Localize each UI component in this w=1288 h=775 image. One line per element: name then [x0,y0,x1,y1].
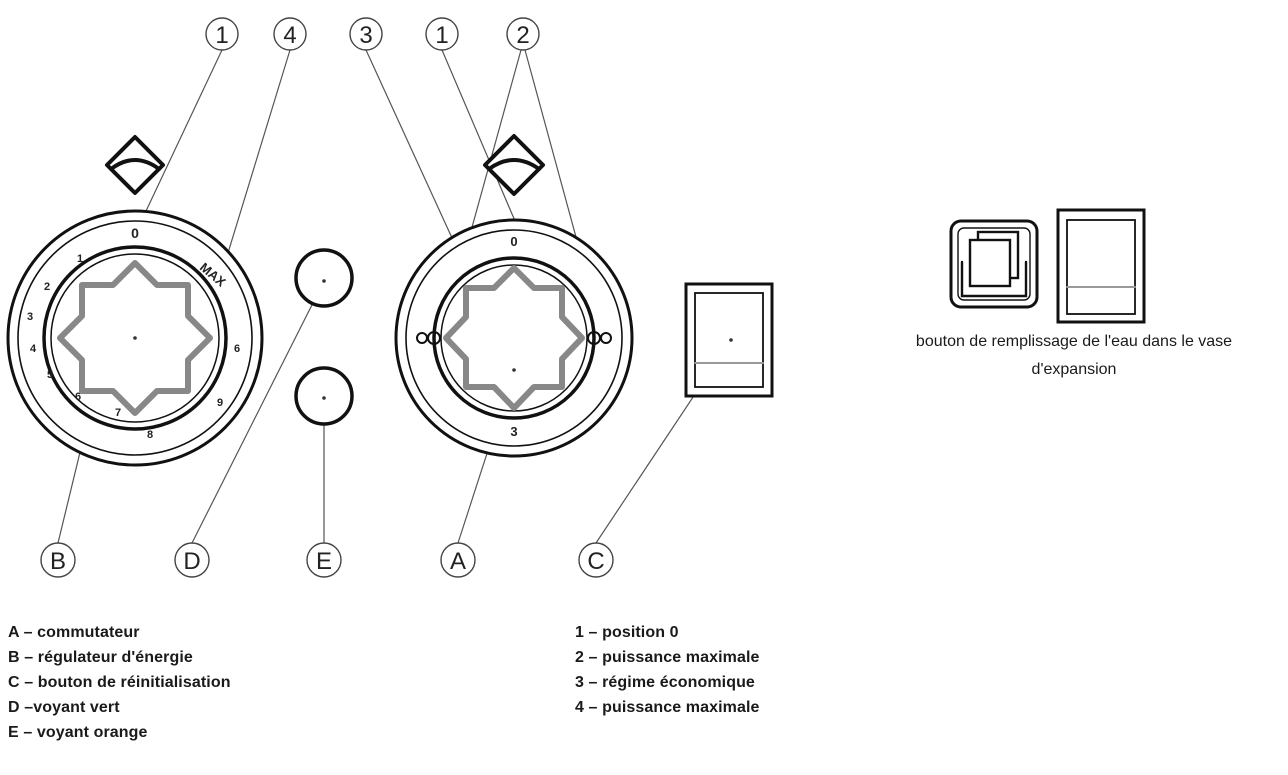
reset-button[interactable] [684,282,774,398]
callout-label: 2 [516,22,529,49]
callout-label: 3 [359,22,372,49]
legend-item-1: 1 – position 0 [575,624,679,641]
bottom-callouts: B D E A C [40,542,614,578]
scale-mark: 3 [27,311,33,323]
water-fill-rocker-switch[interactable] [1056,208,1146,324]
callout-label: A [450,548,466,575]
legend-item-3: 3 – régime économique [575,674,755,691]
scale-mark: 6 [75,391,81,403]
position-zero-mark: 0 [510,234,517,249]
knob-grip [57,260,213,416]
scale-mark: 8 [147,429,153,441]
flame-icon [483,134,545,196]
legend-item-b: B – régulateur d'énergie [8,649,193,666]
scale-mark: 1 [77,253,83,265]
callout-1-left-knob: 1 [205,17,239,51]
water-fill-caption: bouton de remplissage de l'eau dans le v… [858,328,1288,384]
callout-a: A [440,542,476,578]
callout-b: B [40,542,76,578]
callout-label: E [316,548,332,575]
caption-line: d'expansion [1031,361,1117,378]
callout-label: 1 [215,22,228,49]
energy-regulator-knob[interactable]: 0 MAX 1 2 3 4 5 6 7 8 9 6 [6,135,264,467]
legend-item-c: C – bouton de réinitialisation [8,674,231,691]
legend-item-e: E – voyant orange [8,724,148,741]
economy-mark: 3 [510,424,517,439]
callout-e: E [306,542,342,578]
legend-item-d: D –voyant vert [8,699,120,716]
scale-mark: 4 [30,343,37,355]
green-indicator-lamp [294,248,354,308]
legend-letters: A – commutateur B – régulateur d'énergie… [8,620,231,745]
orange-indicator-lamp [294,366,354,426]
max-power-marker-right [587,331,612,345]
selector-switch-knob[interactable]: 0 3 [394,134,634,458]
callout-4: 4 [273,17,307,51]
callout-c: C [578,542,614,578]
callout-label: 4 [283,22,296,49]
scale-mark: 6 [234,343,240,355]
callout-2: 2 [506,17,540,51]
scale-mark-zero: 0 [131,225,139,241]
water-fill-icon-button[interactable] [949,219,1039,309]
legend-item-4: 4 – puissance maximale [575,699,760,716]
callout-label: C [587,548,604,575]
top-callouts: 1 4 3 1 2 [205,17,540,51]
scale-mark: 2 [44,281,50,293]
callout-1-right-knob: 1 [425,17,459,51]
scale-mark: 5 [47,369,53,381]
callout-label: D [183,548,200,575]
callout-d: D [174,542,210,578]
max-power-marker-left [416,331,441,345]
callout-label: 1 [435,22,448,49]
legend-item-2: 2 – puissance maximale [575,649,760,666]
legend-item-a: A – commutateur [8,624,140,641]
callout-3: 3 [349,17,383,51]
scale-mark: 9 [217,397,223,409]
legend-numbers: 1 – position 0 2 – puissance maximale 3 … [575,620,760,720]
callout-label: B [50,548,66,575]
flame-icon [105,135,165,195]
caption-line: bouton de remplissage de l'eau dans le v… [915,333,1233,350]
knob-grip [443,265,585,411]
scale-mark: 7 [115,407,121,419]
control-panel-diagram: 1 4 3 1 2 0 MAX [6,17,1146,578]
